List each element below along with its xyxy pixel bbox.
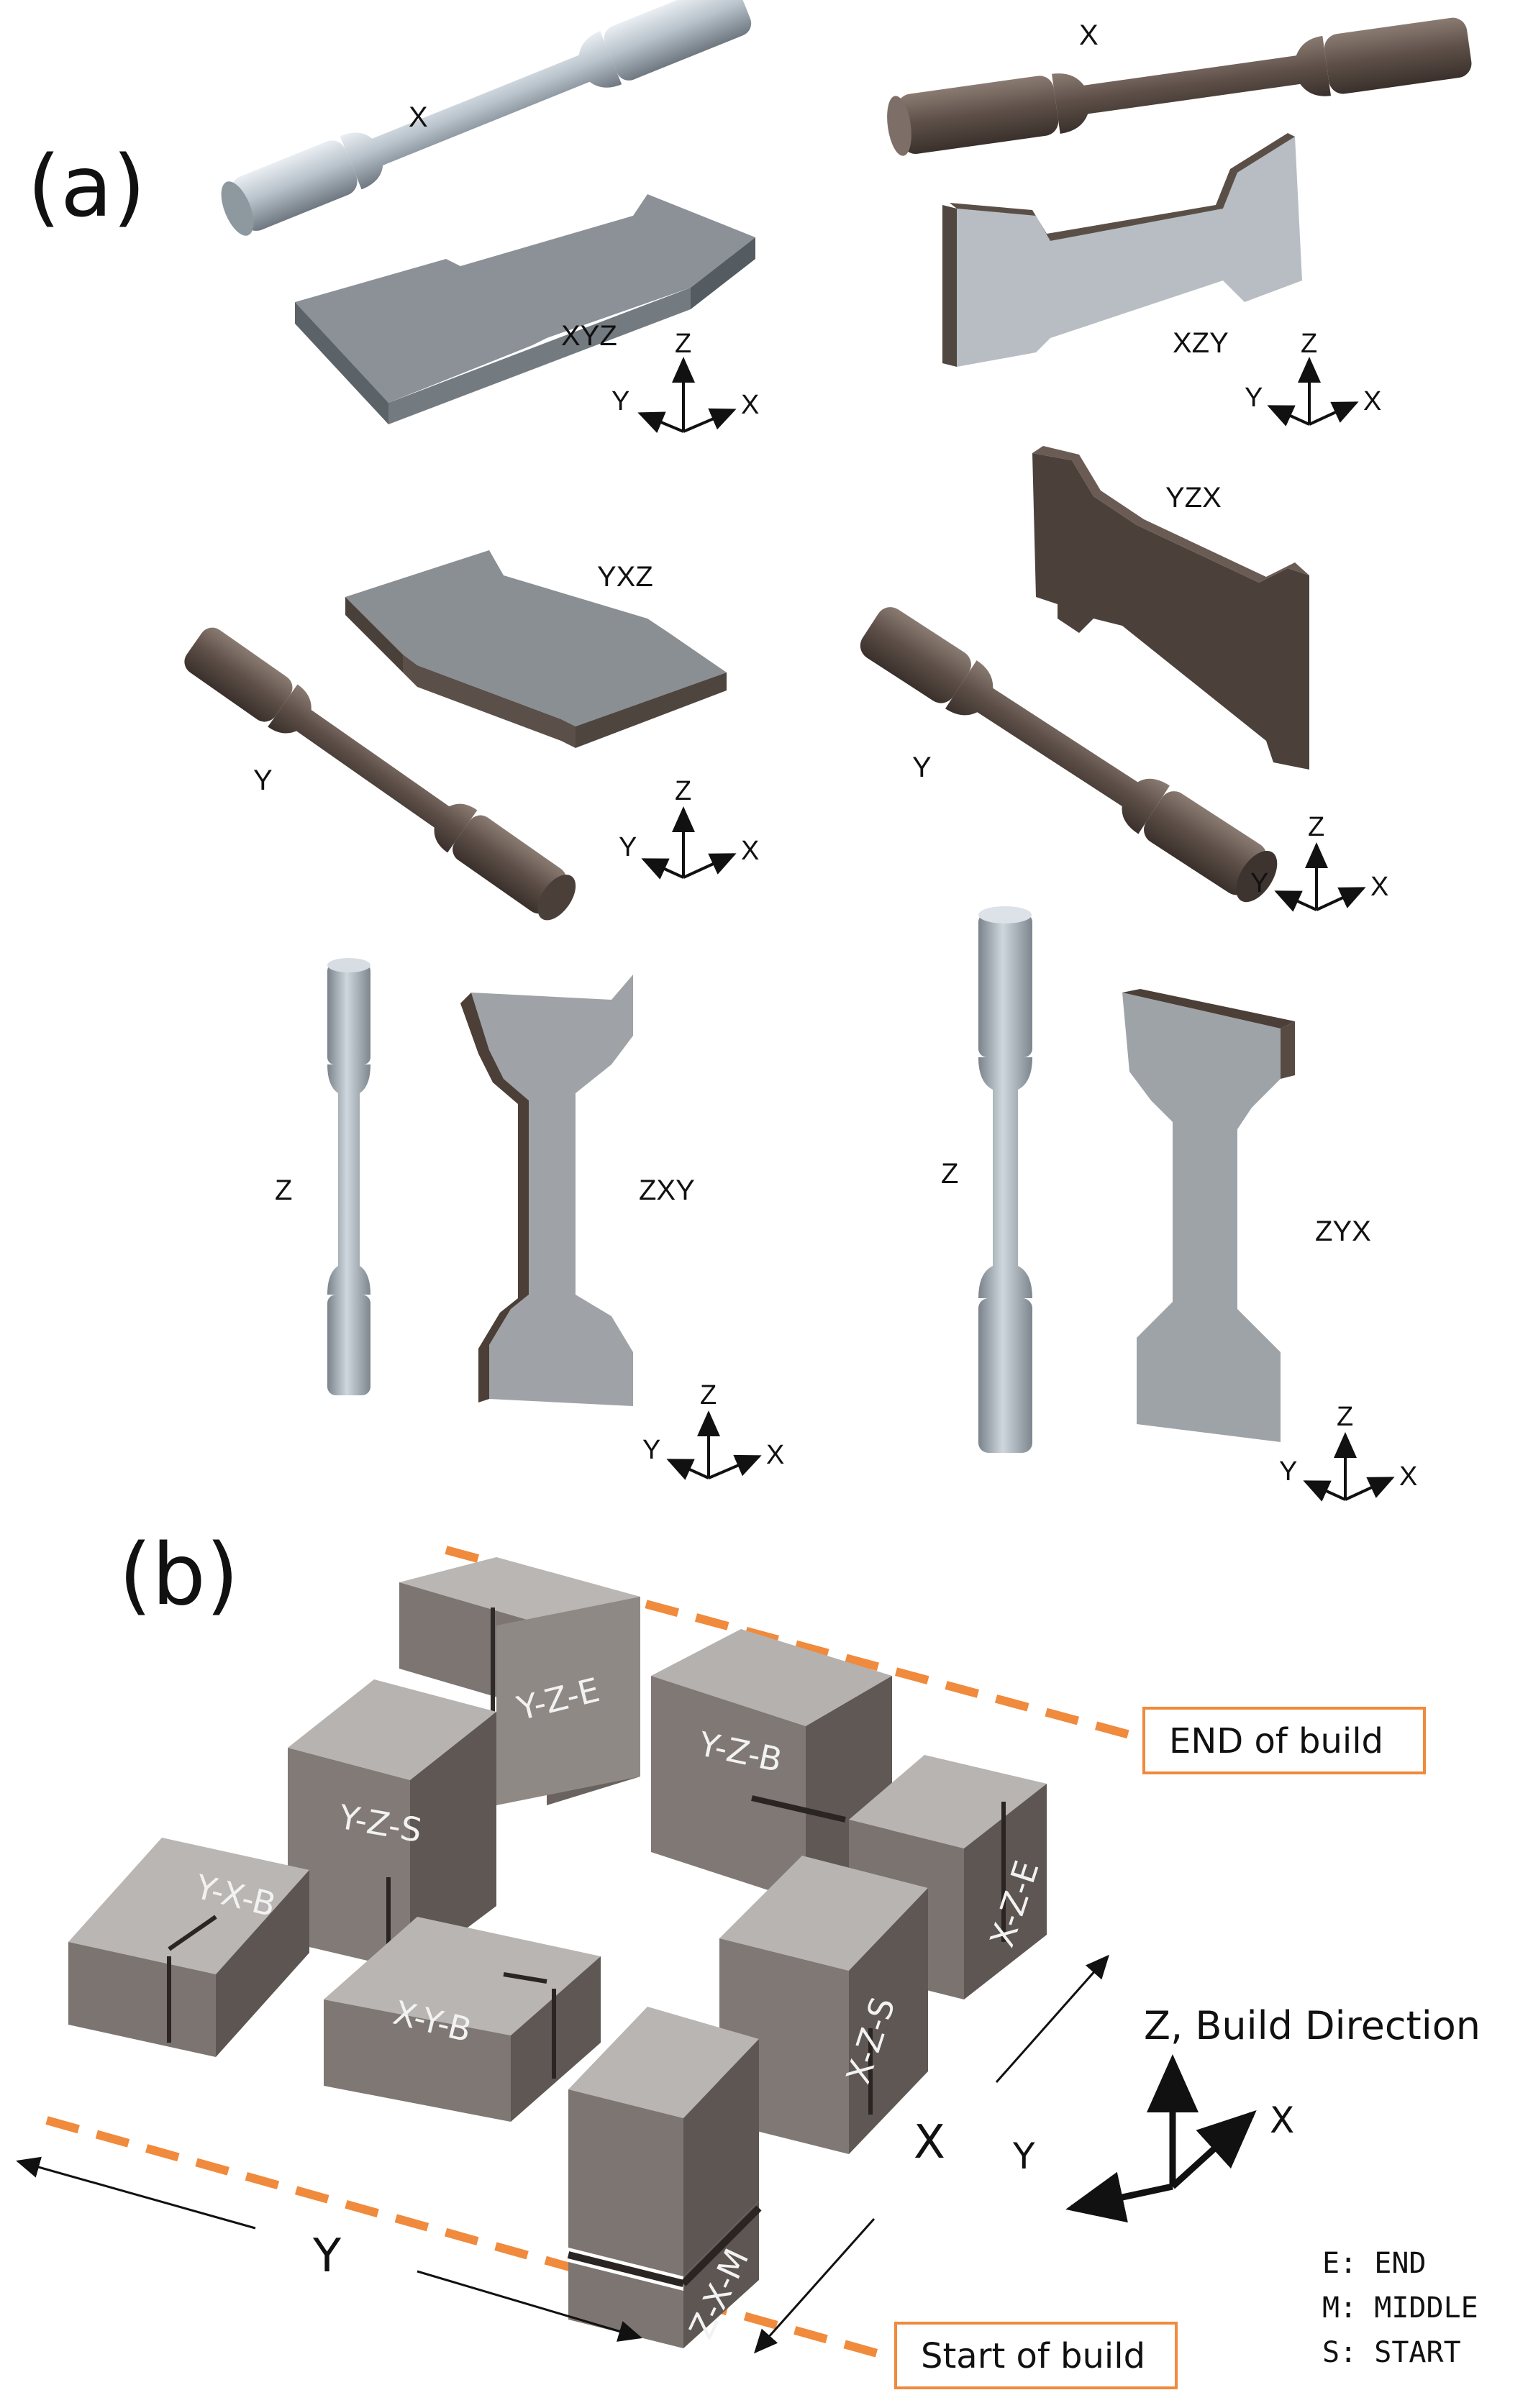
axis-x: X: [1370, 872, 1388, 902]
panel-b-label: (b): [119, 1525, 239, 1624]
axis-y: Y: [611, 386, 629, 416]
specimen-y-rod: [184, 627, 576, 921]
axis-triad-3: Z Y X: [619, 776, 759, 880]
label-xzy: XZY: [1173, 327, 1229, 359]
axis-triad-1: Z Y X: [611, 329, 759, 434]
label-yzx: YZX: [1165, 482, 1222, 514]
legend: E: END M: MIDDLE S: START: [1322, 2247, 1478, 2369]
dimension-y-label: Y: [312, 2230, 342, 2283]
axis-triad-6: Z Y X: [1279, 1402, 1417, 1502]
dimension-x-label: X: [914, 2116, 945, 2169]
label-zxy: ZXY: [639, 1175, 695, 1206]
specimen-z-rod: [327, 958, 370, 1395]
axis-y: Y: [1250, 868, 1268, 898]
build-direction-axis: Z, Build Direction Y X: [1012, 2003, 1481, 2223]
specimen-xyz-plate: [295, 194, 755, 424]
start-of-build-box: Start of build: [894, 2322, 1178, 2389]
y-dimension-arrow-right: [417, 2270, 642, 2342]
legend-end: E: END: [1322, 2247, 1427, 2280]
specimen-yxz-plate: [345, 550, 727, 748]
x-dimension-arrow-lower: [754, 2218, 876, 2354]
block-y-x-b: [68, 1838, 309, 2057]
block-x-y-b: [324, 1917, 601, 2122]
block-y-z-e: [399, 1557, 640, 1805]
build-axis-x: X: [1270, 2099, 1294, 2141]
block-y-z-b: [651, 1629, 892, 1902]
label-zyx: ZYX: [1315, 1216, 1371, 1247]
specimen-yzx-plate: [1032, 446, 1309, 770]
specimen-zxy-plate: [460, 975, 633, 1406]
label-xyz: XYZ: [561, 320, 617, 352]
specimen-zyx-plate: [1122, 989, 1295, 1442]
specimen-x-rod: [221, 0, 752, 236]
axis-z: Z: [700, 1380, 717, 1410]
specimen-x-rod-2: [887, 17, 1472, 156]
axis-z: Z: [1337, 1402, 1353, 1432]
axis-z: Z: [675, 776, 691, 806]
x-dimension-arrow: [995, 1954, 1109, 2083]
build-axis-y: Y: [1012, 2135, 1035, 2177]
axis-x: X: [1363, 386, 1381, 416]
label-x-rod-2: X: [1079, 19, 1099, 51]
start-of-build-label: Start of build: [921, 2336, 1145, 2376]
specimen-xzy-plate: [942, 133, 1302, 367]
label-z-rod: Z: [275, 1175, 292, 1206]
axis-x: X: [741, 836, 759, 866]
specimen-y-rod-2: [860, 607, 1278, 903]
axis-triad-4: Z Y X: [1250, 812, 1388, 912]
label-y-rod-2: Y: [912, 752, 932, 783]
axis-y: Y: [642, 1435, 660, 1465]
legend-start: S: START: [1322, 2336, 1461, 2369]
end-of-build-label: END of build: [1169, 1721, 1383, 1761]
panel-a-label: (a): [27, 137, 145, 236]
axis-triad-5: Z Y X: [642, 1380, 784, 1480]
axis-y: Y: [1245, 383, 1263, 413]
axis-z: Z: [675, 329, 691, 359]
axis-triad-2: Z Y X: [1245, 329, 1381, 427]
y-dimension-arrow-left: [16, 2156, 256, 2230]
axis-z: Z: [1301, 329, 1317, 359]
axis-y: Y: [619, 832, 637, 862]
axis-z: Z: [1308, 812, 1324, 842]
axis-y: Y: [1279, 1456, 1297, 1487]
build-direction-label: Z, Build Direction: [1144, 2003, 1481, 2048]
start-of-build-line: [45, 2116, 886, 2360]
axis-x: X: [1399, 1461, 1417, 1492]
axis-x: X: [741, 390, 759, 420]
specimen-z-rod-2: [978, 906, 1032, 1453]
axis-x: X: [766, 1440, 784, 1470]
label-z-rod-2: Z: [941, 1158, 958, 1190]
label-yxz: YXZ: [597, 561, 653, 593]
block-y-z-s: [288, 1679, 496, 1971]
label-y-rod: Y: [253, 765, 273, 796]
label-x-rod: X: [409, 101, 428, 133]
end-of-build-box: END of build: [1142, 1707, 1426, 1774]
legend-middle: M: MIDDLE: [1322, 2291, 1478, 2325]
block-z-x-m: [567, 2007, 762, 2348]
